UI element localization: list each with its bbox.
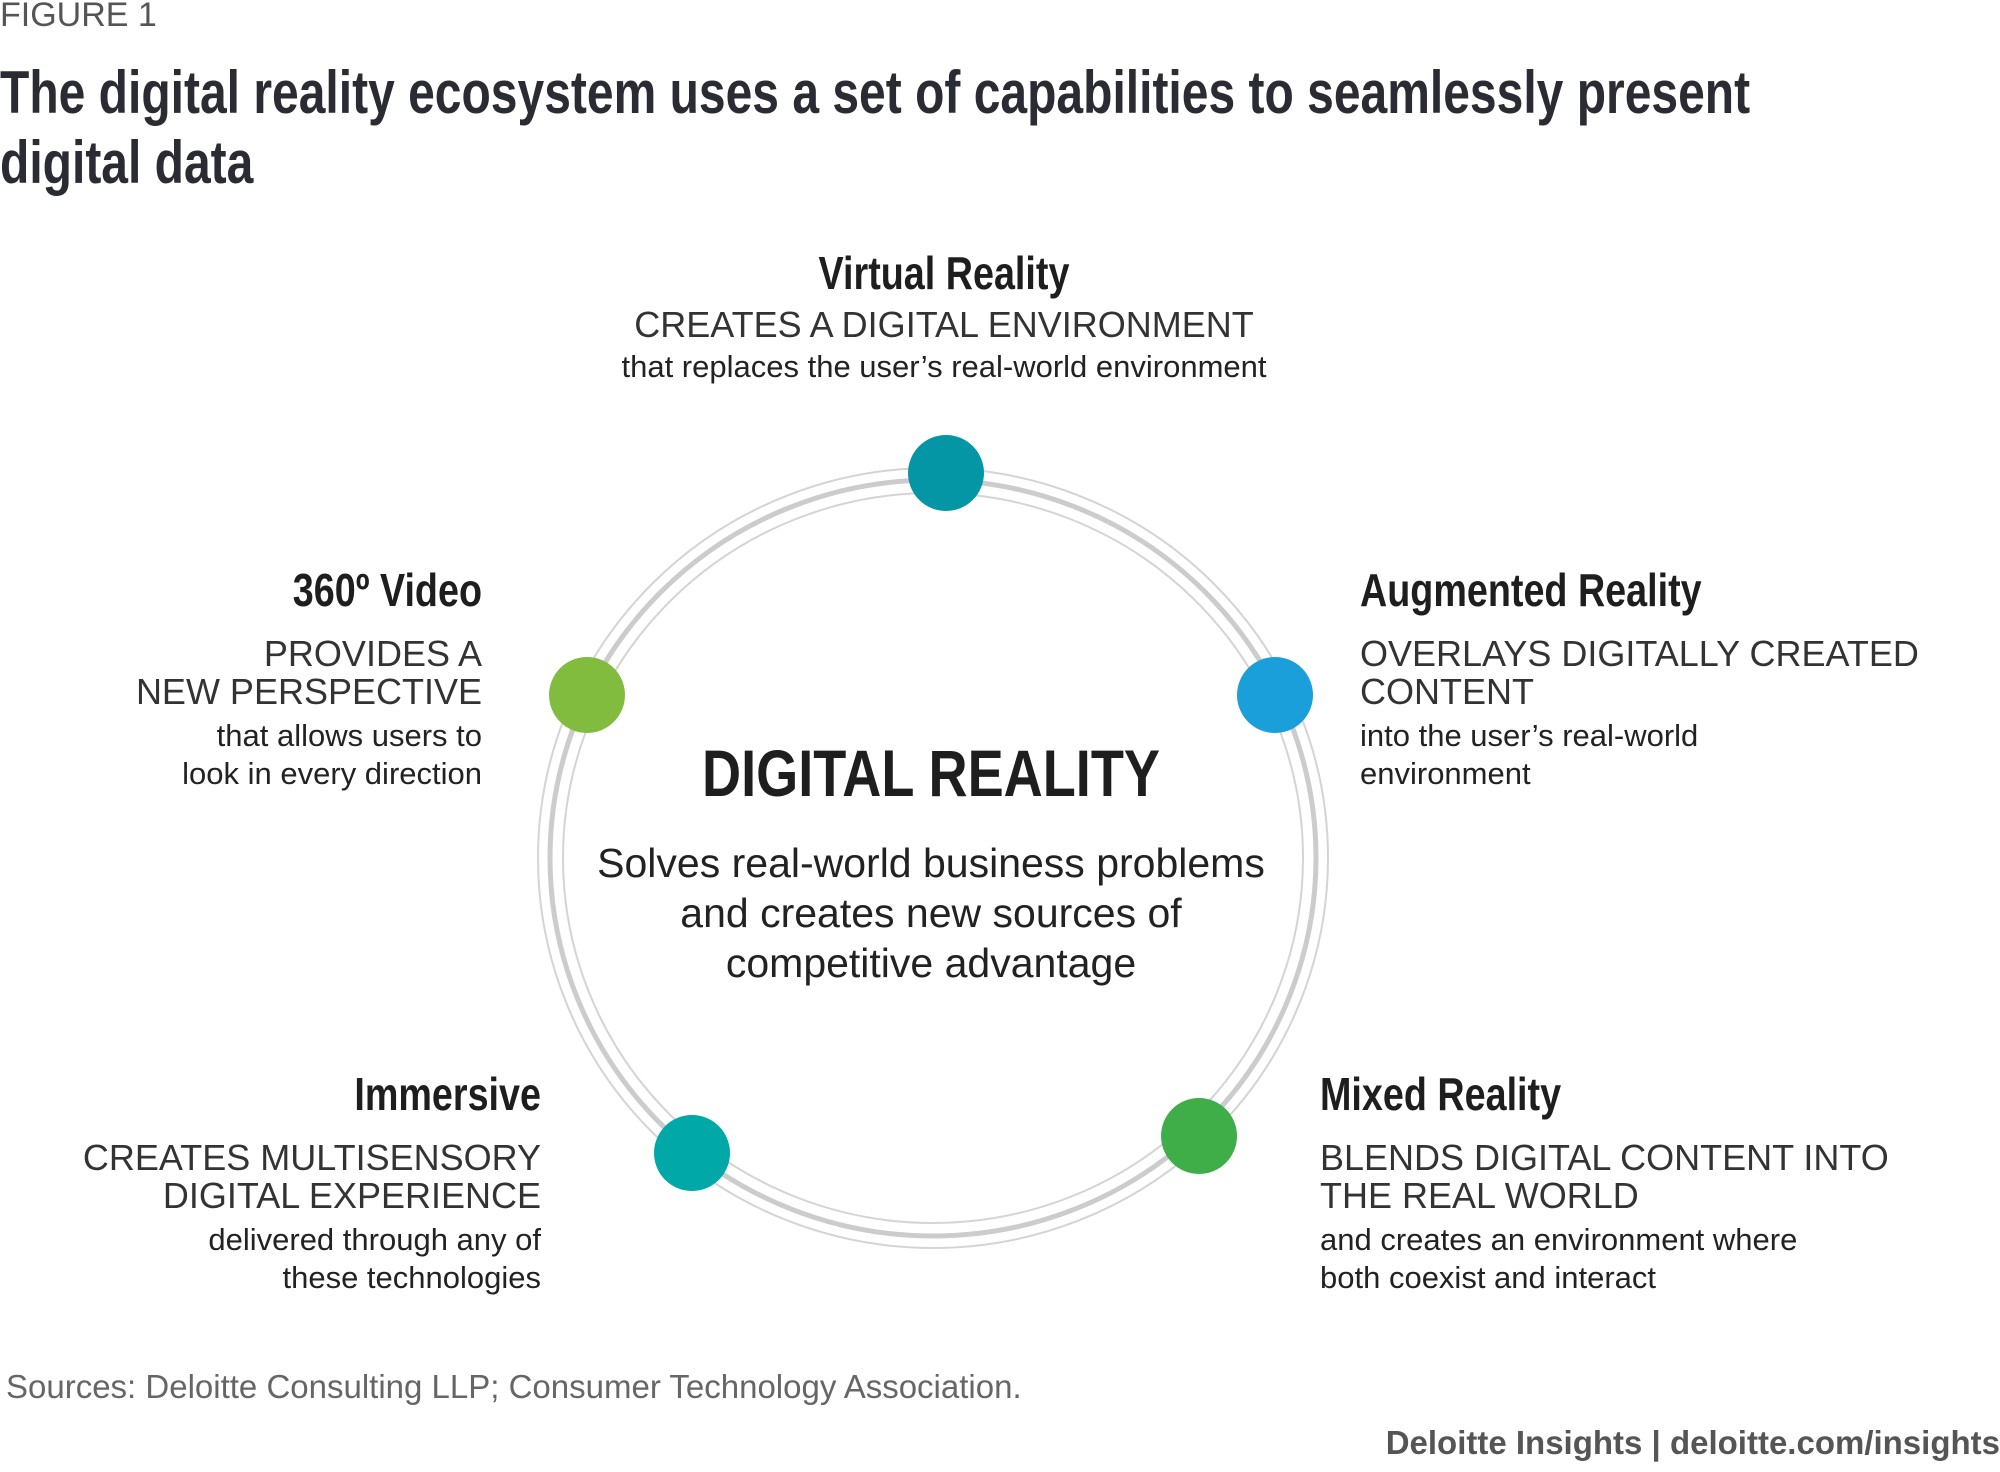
node-desc: that allows users to (216, 718, 482, 753)
augmented-reality-node (1237, 657, 1313, 733)
node-title: Mixed Reality (1320, 1068, 1562, 1120)
augmented-reality-label: Augmented Reality OVERLAYS DIGITALLY CRE… (1360, 565, 1980, 793)
sources-note: Sources: Deloitte Consulting LLP; Consum… (6, 1368, 1022, 1405)
title-line-1: The digital reality ecosystem uses a set… (0, 59, 1751, 126)
node-caps: CREATES A DIGITAL ENVIRONMENT (634, 304, 1254, 345)
node-caps: CREATES MULTISENSORY (82, 1137, 541, 1178)
node-caps: DIGITAL EXPERIENCE (162, 1175, 541, 1216)
node-desc: delivered through any of (208, 1222, 541, 1257)
center-title: DIGITAL REALITY (701, 736, 1161, 810)
node-title: Augmented Reality (1360, 564, 1702, 616)
immersive-label: Immersive CREATES MULTISENSORY DIGITAL E… (41, 1069, 541, 1297)
mixed-reality-node (1161, 1098, 1237, 1174)
node-desc: and creates an environment where (1320, 1222, 1798, 1257)
footer-credit: Deloitte Insights | deloitte.com/insight… (1385, 1424, 2000, 1461)
node-desc: that replaces the user’s real-world envi… (621, 349, 1267, 384)
node-desc: environment (1360, 756, 1531, 791)
center-description: Solves real-world business problems and … (531, 838, 1331, 988)
node-caps: PROVIDES A (263, 633, 482, 674)
figure-label: FIGURE 1 (0, 0, 157, 34)
node-desc: into the user’s real-world (1360, 718, 1699, 753)
center-line: Solves real-world business problems (597, 840, 1265, 886)
node-title: 360º Video (292, 564, 482, 616)
node-caps: THE REAL WORLD (1320, 1175, 1639, 1216)
virtual-reality-label: Virtual Reality CREATES A DIGITAL ENVIRO… (544, 248, 1344, 386)
mixed-reality-label: Mixed Reality BLENDS DIGITAL CONTENT INT… (1320, 1069, 1980, 1297)
node-desc: both coexist and interact (1320, 1260, 1657, 1295)
video-360-label: 360º Video PROVIDES A NEW PERSPECTIVE th… (82, 565, 482, 793)
node-caps: CONTENT (1360, 671, 1534, 712)
center-line: and creates new sources of (680, 890, 1182, 936)
node-title: Immersive (354, 1068, 541, 1120)
video-360-node (549, 657, 625, 733)
virtual-reality-node (908, 435, 984, 511)
title-line-2: digital data (0, 129, 254, 196)
figure-title: The digital reality ecosystem uses a set… (0, 58, 1750, 198)
node-caps: OVERLAYS DIGITALLY CREATED (1360, 633, 1919, 674)
center-line: competitive advantage (725, 940, 1137, 986)
node-caps: NEW PERSPECTIVE (135, 671, 482, 712)
node-caps: BLENDS DIGITAL CONTENT INTO (1320, 1137, 1889, 1178)
node-title: Virtual Reality (818, 247, 1070, 299)
immersive-node (654, 1115, 730, 1191)
node-desc: look in every direction (182, 756, 482, 791)
node-desc: these technologies (282, 1260, 541, 1295)
